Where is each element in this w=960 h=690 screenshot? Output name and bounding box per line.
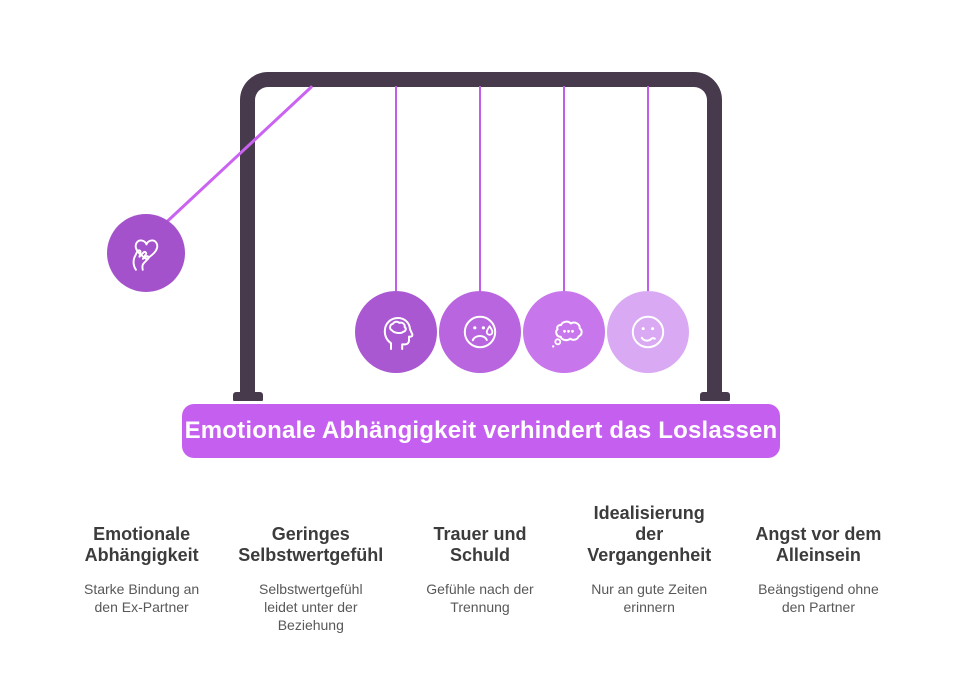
cradle-foot-right — [700, 392, 730, 401]
column-heading: Trauer und Schuld — [433, 524, 527, 565]
column-heading: Geringes Selbstwertgefühl — [238, 524, 384, 565]
hand-holding-heart-icon — [123, 230, 169, 276]
title-banner-text: Emotionale Abhängigkeit verhindert das L… — [184, 417, 778, 444]
sad-face-tear-icon — [456, 308, 504, 356]
pendulum-ball-4 — [607, 291, 689, 373]
cradle-foot-left — [233, 392, 263, 401]
pendulum-ball-3 — [523, 291, 605, 373]
column-body: Nur an gute Zeiten erinnern — [591, 581, 708, 615]
head-brain-icon — [372, 308, 420, 356]
title-banner: Emotionale Abhängigkeit verhindert das L… — [182, 404, 780, 458]
worried-face-icon — [624, 308, 672, 356]
column-body: Gefühle nach der Trennung — [426, 581, 534, 615]
column-emotionale-abhaengigkeit: Emotionale Abhängigkeit Starke Bindung a… — [57, 494, 226, 634]
pendulum-string-1 — [395, 86, 397, 291]
swing-ball — [107, 214, 185, 292]
column-geringes-selbstwertgefuehl: Geringes Selbstwertgefühl Selbstwertgefü… — [226, 494, 395, 634]
pendulum-ball-1 — [355, 291, 437, 373]
column-idealisierung-der-vergangenheit: Idealisierung der Vergangenheit Nur an g… — [565, 494, 734, 634]
column-body: Beängstigend ohne den Partner — [758, 581, 879, 615]
column-heading: Emotionale Abhängigkeit — [84, 524, 199, 565]
column-trauer-und-schuld: Trauer und Schuld Gefühle nach der Trenn… — [395, 494, 564, 634]
description-columns: Emotionale Abhängigkeit Starke Bindung a… — [57, 494, 903, 634]
pendulum-ball-2 — [439, 291, 521, 373]
pendulum-string-2 — [479, 86, 481, 291]
thought-bubble-icon — [540, 308, 588, 356]
column-heading: Idealisierung der Vergangenheit — [587, 503, 712, 565]
column-heading: Angst vor dem Alleinsein — [755, 524, 882, 565]
pendulum-string-4 — [647, 86, 649, 291]
column-body: Selbstwertgefühl leidet unter der Bezieh… — [259, 581, 363, 633]
pendulum-string-3 — [563, 86, 565, 291]
column-body: Starke Bindung an den Ex-Partner — [84, 581, 200, 615]
column-angst-vor-dem-alleinsein: Angst vor dem Alleinsein Beängstigend oh… — [734, 494, 903, 634]
